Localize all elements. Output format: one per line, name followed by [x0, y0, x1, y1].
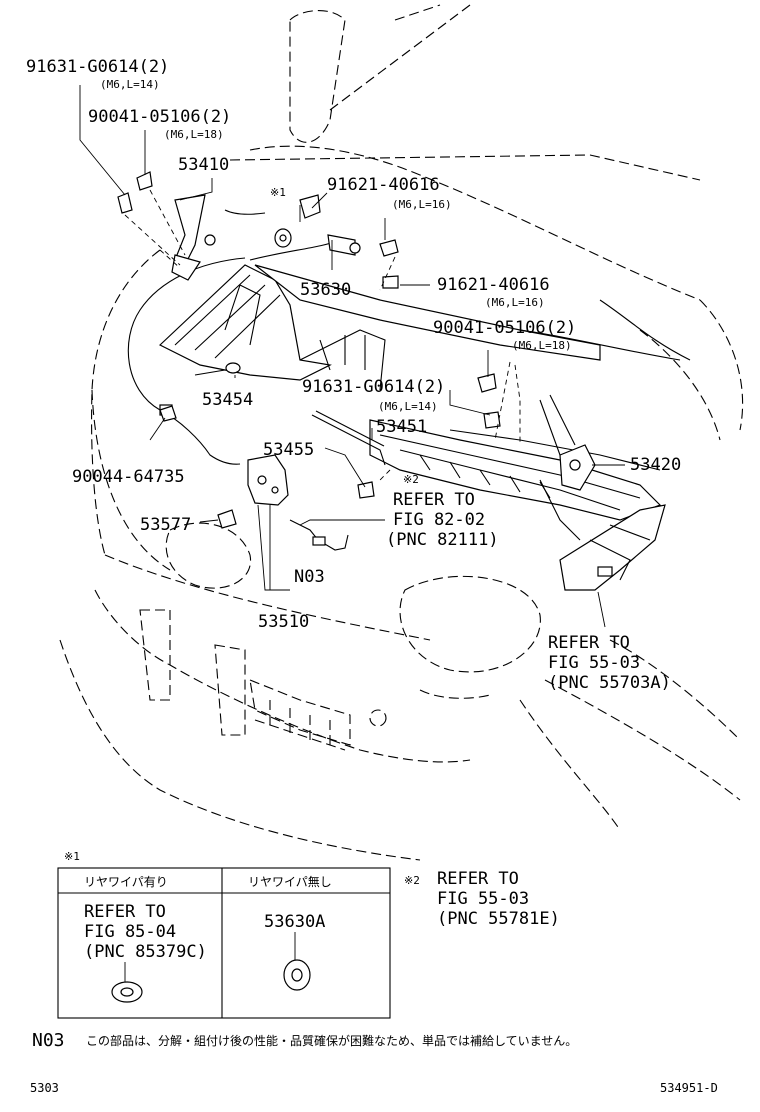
label-53410: 53410 — [178, 155, 229, 175]
part-n03-harness — [289, 519, 349, 551]
label-91621-a: 91621-40616 — [327, 175, 440, 195]
note2-block: ※2 REFER TO FIG 55-03 (PNC 55781E) — [404, 869, 560, 929]
note2-block-mark: ※2 — [404, 874, 420, 887]
label-91631-top-spec: (M6,L=14) — [100, 78, 160, 91]
label-note1-mark: ※1 — [270, 186, 286, 199]
label-53420: 53420 — [630, 455, 681, 475]
callouts: 91631-G0614(2) (M6,L=14) 90041-05106(2) … — [26, 57, 681, 693]
label-91631-mid-spec: (M6,L=14) — [378, 400, 438, 413]
label-53577: 53577 — [140, 515, 191, 535]
label-90041-top: 90041-05106(2) — [88, 107, 231, 127]
refer-55a-line2: FIG 55-03 — [548, 653, 640, 673]
note1-table: ※1 リヤワイパ有り リヤワイパ無し REFER TO FIG 85-04 (P… — [57, 850, 391, 1019]
note2-line1: REFER TO — [437, 869, 519, 889]
part-90044 — [159, 405, 177, 422]
label-note2-mark: ※2 — [403, 473, 419, 486]
label-90041-mid: 90041-05106(2) — [433, 318, 576, 338]
part-53630 — [224, 194, 361, 256]
part-53455 — [357, 481, 375, 499]
footer-fig-number: 5303 — [30, 1081, 59, 1095]
n03-note: N03 この部品は、分解・組付け後の性能・品質確保が困難なため、単品では補給して… — [32, 1030, 577, 1051]
label-91621-b: 91621-40616 — [437, 275, 550, 295]
note2-line2: FIG 55-03 — [437, 889, 529, 909]
n03-note-text: この部品は、分解・組付け後の性能・品質確保が困難なため、単品では補給していません… — [86, 1033, 577, 1048]
label-53454: 53454 — [202, 390, 253, 410]
refer-82-line3: (PNC 82111) — [386, 530, 499, 550]
label-53510: 53510 — [258, 612, 309, 632]
note1-col1-line3: (PNC 85379C) — [84, 942, 207, 962]
label-91631-mid: 91631-G0614(2) — [302, 377, 445, 397]
label-90041-top-spec: (M6,L=18) — [164, 128, 224, 141]
part-53454 — [225, 362, 241, 374]
label-53451: 53451 — [376, 417, 427, 437]
note1-col1-line1: REFER TO — [84, 902, 166, 922]
refer-55a-line1: REFER TO — [548, 633, 630, 653]
note1-col2-part: 53630A — [264, 912, 325, 932]
refer-82-line1: REFER TO — [393, 490, 475, 510]
part-53510 — [247, 454, 289, 506]
note1-col2-header: リヤワイパ無し — [248, 874, 332, 889]
refer-82-line2: FIG 82-02 — [393, 510, 485, 530]
part-53451-rod — [311, 410, 386, 466]
label-91631-top: 91631-G0614(2) — [26, 57, 169, 77]
label-91621-a-spec: (M6,L=16) — [392, 198, 452, 211]
refer-55a-line3: (PNC 55703A) — [548, 673, 671, 693]
part-53410 — [171, 194, 216, 281]
vehicle-body-outline — [59, 4, 744, 861]
label-53630: 53630 — [300, 280, 351, 300]
label-90044: 90044-64735 — [72, 467, 185, 487]
part-53420 — [539, 394, 596, 491]
n03-note-code: N03 — [32, 1030, 65, 1051]
label-91621-b-spec: (M6,L=16) — [485, 296, 545, 309]
note1-col1-header: リヤワイパ有り — [84, 875, 168, 889]
leader-lines — [79, 85, 625, 628]
label-90041-mid-spec: (M6,L=18) — [512, 339, 572, 352]
label-53455: 53455 — [263, 440, 314, 460]
note1-table-mark: ※1 — [64, 850, 80, 863]
note2-line3: (PNC 55781E) — [437, 909, 560, 929]
label-n03: N03 — [294, 567, 325, 587]
footer-illustration-id: 534951-D — [660, 1081, 718, 1095]
radiator-support — [158, 264, 691, 591]
note1-col1-line2: FIG 85-04 — [84, 922, 176, 942]
bolts — [117, 171, 501, 529]
